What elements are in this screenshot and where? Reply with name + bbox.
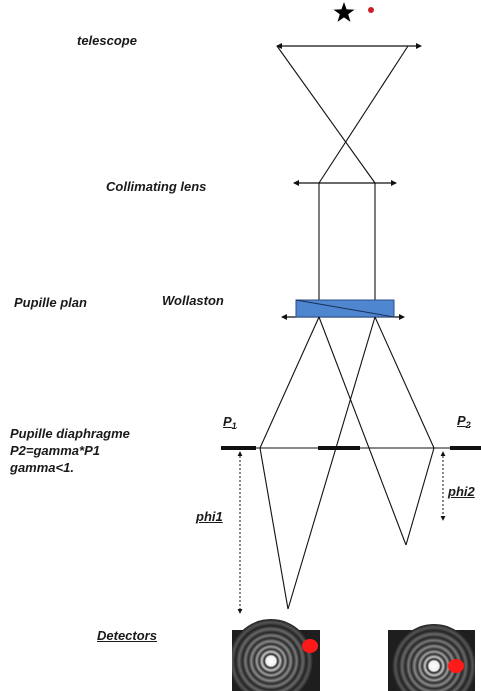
label-pupille-plan: Pupille plan <box>14 295 87 310</box>
label-p2-sub: 2 <box>465 420 471 430</box>
label-p2-main: P <box>457 413 466 428</box>
label-detectors: Detectors <box>97 628 157 643</box>
label-telescope: telescope <box>77 33 137 48</box>
wollaston-prism <box>295 299 395 318</box>
label-p2-relation: P2=gamma*P1 <box>10 443 100 458</box>
speckle-2 <box>448 659 464 673</box>
companion-dot-icon <box>368 7 374 13</box>
star-icon <box>333 2 355 22</box>
speckle-1 <box>302 639 318 653</box>
label-p1: P1 <box>223 414 237 431</box>
label-phi1: phi1 <box>196 509 223 524</box>
label-p1-sub: 1 <box>231 421 237 431</box>
label-gamma-condition: gamma<1. <box>10 460 74 475</box>
detector-2 <box>384 624 481 691</box>
telescope-rays <box>276 45 409 184</box>
detector-1 <box>228 619 328 691</box>
label-wollaston: Wollaston <box>162 293 224 308</box>
label-p2: P2 <box>457 413 471 430</box>
label-p1-main: P <box>223 414 232 429</box>
collimated-beam <box>318 183 376 300</box>
label-pupille-diaphragme: Pupille diaphragme <box>10 426 130 441</box>
label-collimating-lens: Collimating lens <box>106 179 207 194</box>
pupille-diaphragm <box>221 446 481 450</box>
split-rays <box>259 316 435 610</box>
label-phi2: phi2 <box>448 484 475 499</box>
